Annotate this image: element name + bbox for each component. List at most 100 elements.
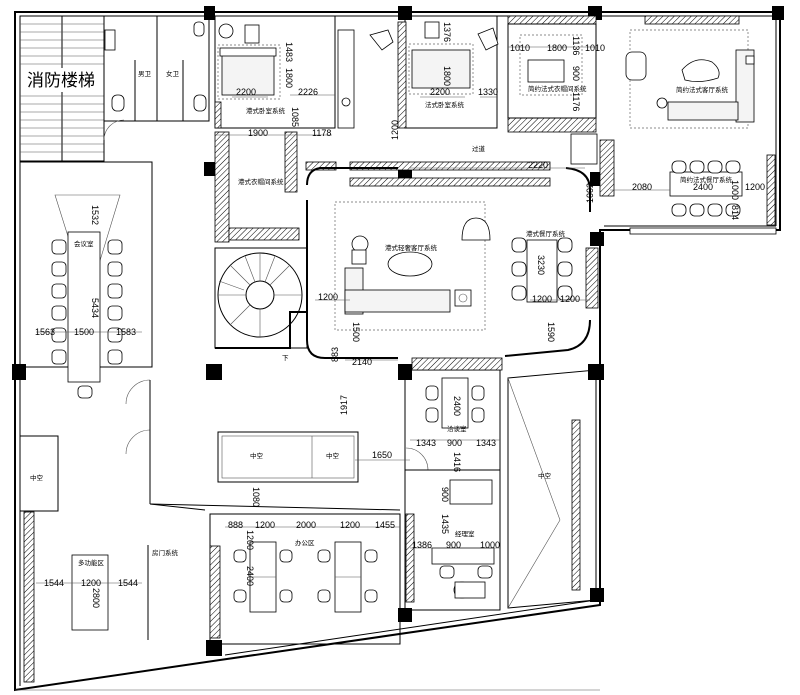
restrooms: 男卫 女卫	[103, 15, 210, 161]
label-fr-bedroom: 法式卧室系统	[425, 100, 465, 109]
dim-text: 1010	[585, 43, 605, 53]
dimension-texts: 1483 1800 2200 2226 1085 1376 1800 2200 …	[35, 22, 765, 608]
dim-text: 2800	[91, 588, 101, 608]
outer-walls	[14, 11, 781, 692]
dim-text: 1200	[340, 520, 360, 530]
dim-text: 1080	[251, 487, 261, 507]
label-stair-down: 下	[282, 354, 289, 362]
dim-text: 1650	[372, 450, 392, 460]
dim-text: 2400	[693, 182, 713, 192]
multi-area: 中空 多功能区 房门系统	[19, 435, 179, 683]
dim-text: 2220	[528, 160, 548, 170]
dim-text: 1583	[116, 327, 136, 337]
dim-text: 900	[440, 487, 450, 502]
dim-text: 814	[730, 205, 740, 220]
label-male-wc: 男卫	[138, 70, 152, 78]
label-void-right: 中空	[538, 471, 552, 480]
fr-wardrobe: 简约法式衣帽间系统	[507, 15, 597, 133]
dim-text: 1917	[339, 395, 349, 415]
dim-text: 1200	[245, 530, 255, 550]
label-hk-bedroom: 港式卧室系统	[246, 106, 286, 115]
hk-living: 港式轻奢客厅系统	[306, 167, 491, 359]
dim-text: 2400	[452, 396, 462, 416]
label-nego: 洽谈室	[447, 424, 467, 433]
label-female-wc: 女卫	[166, 69, 180, 78]
fr-dining: 简约法式餐厅系统	[570, 133, 777, 235]
central-voids: 中空 中空	[149, 431, 401, 511]
dim-text: 1563	[35, 327, 55, 337]
dim-text: 1085	[290, 107, 300, 127]
dim-text: 1136	[571, 36, 581, 55]
dim-text: 2000	[296, 520, 316, 530]
dim-text: 1532	[90, 205, 100, 225]
label-void-a: 中空	[250, 451, 264, 460]
dim-text: 1800	[284, 68, 294, 88]
label-void-left: 中空	[30, 473, 44, 482]
dim-text: 1343	[476, 438, 496, 448]
hk-bedroom: 港式卧室系统	[214, 15, 394, 129]
spiral-stair: 下	[214, 247, 308, 362]
dim-text: 1500	[351, 322, 361, 342]
dim-text: 1500	[74, 327, 94, 337]
dim-text: 1590	[546, 322, 556, 342]
fr-bedroom: 法式卧室系统	[397, 15, 499, 129]
dim-text: 5434	[90, 298, 100, 318]
dim-text: 1435	[440, 514, 450, 534]
hk-wardrobe: 港式衣帽间系统 过道	[214, 131, 551, 243]
negotiation-room: 洽谈室	[404, 357, 503, 471]
dim-text: 2400	[245, 566, 255, 586]
dim-text: 900	[446, 540, 461, 550]
label-fr-living: 简约法式客厅系统	[676, 85, 729, 94]
label-corridor: 过道	[472, 144, 486, 153]
dim-text: 1200	[318, 292, 338, 302]
dim-text: 1002	[585, 183, 595, 203]
dim-text: 888	[228, 520, 243, 530]
dim-text: 1178	[312, 128, 331, 138]
dim-text: 1000	[480, 540, 500, 550]
label-multi: 多功能区	[78, 558, 105, 567]
dim-text: 1800	[442, 66, 452, 86]
dim-text: 1800	[547, 43, 567, 53]
dim-text: 900	[447, 438, 462, 448]
dim-text: 1376	[442, 22, 452, 42]
label-fr-dining: 简约法式餐厅系统	[680, 175, 733, 184]
dim-text: 1900	[248, 128, 268, 138]
dim-text: 1455	[375, 520, 395, 530]
dim-text: 1200	[81, 578, 101, 588]
dim-text: 2200	[236, 87, 256, 97]
right-void: 中空	[507, 369, 597, 609]
manager-room: 经理室	[404, 469, 501, 611]
label-stairs: 消防楼梯	[27, 71, 95, 90]
label-meeting: 会议室	[74, 239, 94, 248]
meeting-room: 会议室	[19, 161, 206, 511]
label-manager: 经理室	[455, 529, 475, 538]
dim-text: 1330	[478, 87, 498, 97]
dim-text: 1010	[510, 43, 530, 53]
dim-text: 1386	[412, 540, 432, 550]
dim-text: 1200	[560, 294, 580, 304]
dimension-lines	[15, 46, 670, 691]
dim-text: 883	[330, 347, 340, 362]
label-office: 办公区	[295, 538, 315, 547]
dim-text: 1200	[255, 520, 275, 530]
label-fr-wardrobe: 简约法式衣帽间系统	[528, 84, 587, 93]
dim-text: 2200	[430, 87, 450, 97]
label-hk-wardrobe: 港式衣帽间系统	[238, 177, 284, 186]
dim-text: 3230	[536, 255, 546, 275]
label-void-b: 中空	[326, 451, 340, 460]
dim-text: 1483	[284, 42, 294, 62]
dim-text: 2140	[352, 357, 372, 367]
hk-dining: 港式餐厅系统	[504, 167, 599, 357]
dim-text: 1200	[390, 120, 400, 140]
structural-columns	[12, 6, 784, 656]
dim-text: 1544	[118, 578, 138, 588]
dim-text: 1200	[745, 182, 765, 192]
label-door-sys: 房门系统	[152, 548, 179, 557]
label-hk-dining: 港式餐厅系统	[526, 229, 566, 238]
office-area: 办公区	[209, 513, 401, 645]
dim-text: 1176	[571, 92, 581, 111]
dim-text: 900	[571, 66, 581, 81]
dim-text: 1200	[532, 294, 552, 304]
dim-text: 2226	[298, 87, 318, 97]
